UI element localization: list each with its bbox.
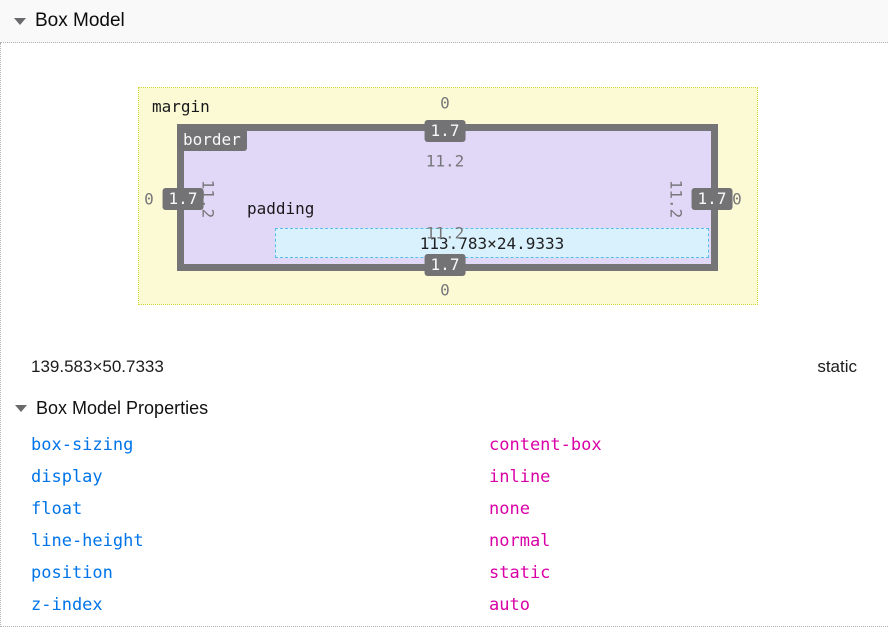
property-name: display xyxy=(31,467,103,487)
property-value: content-box xyxy=(489,435,602,455)
property-row: display inline xyxy=(1,461,888,493)
property-name: z-index xyxy=(31,595,103,615)
collapse-arrow-icon[interactable] xyxy=(15,405,27,412)
properties-list: box-sizing content-box display inline fl… xyxy=(1,429,888,621)
property-row: z-index auto xyxy=(1,589,888,621)
element-summary: 139.583×50.7333 static xyxy=(31,357,857,377)
border-left-value[interactable]: 1.7 xyxy=(162,188,204,210)
padding-label: padding xyxy=(247,199,315,218)
border-label: border xyxy=(177,129,247,151)
property-name: line-height xyxy=(31,531,144,551)
property-name: float xyxy=(31,499,83,519)
margin-label: margin xyxy=(152,97,210,116)
properties-section-title: Box Model Properties xyxy=(36,398,209,418)
margin-top-value[interactable]: 0 xyxy=(440,93,450,113)
margin-bottom-value[interactable]: 0 xyxy=(440,280,450,300)
content-size-value: 113.783×24.9333 xyxy=(419,233,565,253)
property-value: inline xyxy=(489,467,551,487)
property-value: auto xyxy=(489,595,530,615)
box-model-diagram: margin 0 0 0 0 padding 113.783×24.9333 1… xyxy=(138,87,758,305)
element-position: static xyxy=(817,357,857,376)
property-value: static xyxy=(489,563,551,583)
property-row: box-sizing content-box xyxy=(1,429,888,461)
property-row: float none xyxy=(1,493,888,525)
property-value: none xyxy=(489,499,530,519)
content-region[interactable]: 113.783×24.9333 xyxy=(275,228,709,258)
property-row: position static xyxy=(1,557,888,589)
padding-bottom-value[interactable]: 11.2 xyxy=(425,223,465,243)
border-top-value[interactable]: 1.7 xyxy=(424,120,466,142)
box-model-properties-header[interactable]: Box Model Properties xyxy=(15,398,208,419)
box-model-content: margin 0 0 0 0 padding 113.783×24.9333 1… xyxy=(0,43,888,627)
border-right-value[interactable]: 1.7 xyxy=(691,188,733,210)
property-value: normal xyxy=(489,531,551,551)
property-row: line-height normal xyxy=(1,525,888,557)
margin-left-value[interactable]: 0 xyxy=(144,189,154,209)
element-dimensions: 139.583×50.7333 xyxy=(31,357,164,376)
property-name: position xyxy=(31,563,113,583)
collapse-arrow-icon[interactable] xyxy=(14,17,26,25)
border-bottom-value[interactable]: 1.7 xyxy=(424,254,466,276)
panel-title: Box Model xyxy=(35,10,125,31)
property-name: box-sizing xyxy=(31,435,134,455)
padding-right-value[interactable]: 11.2 xyxy=(666,179,686,219)
padding-top-value[interactable]: 11.2 xyxy=(425,151,465,171)
box-model-section-header[interactable]: Box Model xyxy=(0,0,888,43)
border-region[interactable]: padding 113.783×24.9333 xyxy=(177,124,718,271)
margin-right-value[interactable]: 0 xyxy=(732,189,742,209)
